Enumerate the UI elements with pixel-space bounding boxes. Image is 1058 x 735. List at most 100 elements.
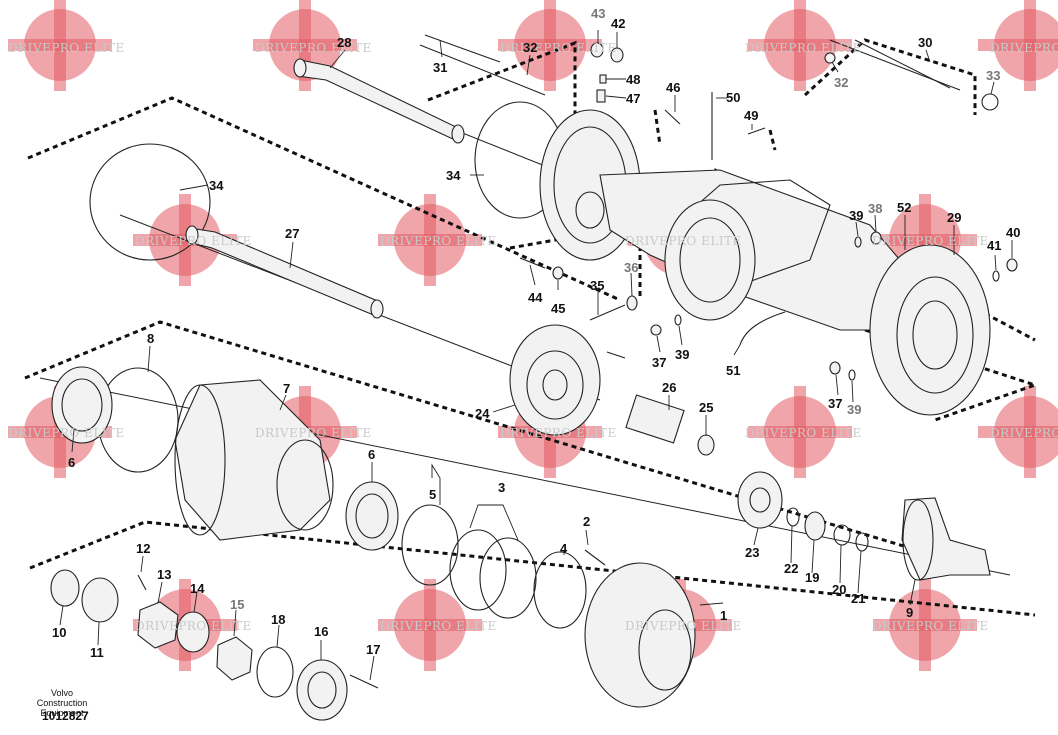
callout-17: 17 [366,642,380,657]
seal-11 [81,577,119,623]
stud-44 [519,257,546,269]
callout-41: 41 [987,238,1001,253]
callout-25: 25 [699,400,713,415]
bolt-17 [349,674,379,689]
callout-37-right: 37 [828,396,842,411]
bolt-46 [664,109,681,125]
seal-39c [854,236,862,248]
bolt-2 [584,549,606,566]
callout-38: 38 [868,201,882,216]
washer-14 [176,611,210,653]
cap-33 [981,93,999,111]
callout-12: 12 [136,541,150,556]
watermark-label: DRIVEPRO ELITE [135,234,252,248]
watermark-label: DRIVEPRO ELITE [872,619,989,633]
callout-28: 28 [337,35,351,50]
callout-23: 23 [745,545,759,560]
hub-cap-16 [296,659,348,721]
callout-11: 11 [90,645,104,660]
callout-43: 43 [591,6,605,21]
callout-1: 1 [720,608,727,623]
watermark-gear-icon [748,0,852,91]
leader-lines [59,30,1013,681]
callout-10: 10 [52,625,66,640]
brand-line-1: Volvo Construction [36,688,88,708]
watermark-label: DRIVEPRO ELITE [745,426,862,440]
callout-33: 33 [986,68,1000,83]
bearing-seal-left [51,366,113,444]
watermark-gear-icon [978,386,1058,478]
upper-drive-shaft [293,58,465,144]
manufacturer-caption: Volvo Construction Equipment [32,688,92,718]
callout-numbers: 28 31 32 43 42 48 47 46 50 49 30 32 33 3… [52,6,1020,660]
pin-24 [606,351,626,359]
planetary-carrier [509,324,601,436]
watermark-gear-icon [748,386,852,478]
watermark-label: DRIVEPRO ELITE [380,234,497,248]
callout-20: 20 [832,582,846,597]
watermark-label: DRIVEPRO ELITE [990,41,1058,55]
watermark-label: DRIVEPRO ELITE [255,426,372,440]
callout-34-upper: 34 [446,168,461,183]
callout-39-top: 39 [849,208,863,223]
callout-30: 30 [918,35,932,50]
callout-40: 40 [1006,225,1020,240]
spindle [901,497,991,581]
nut-13 [137,601,179,649]
callout-32: 32 [523,40,537,55]
plug-37b [829,361,841,375]
callout-24: 24 [475,406,490,421]
plug-40 [1006,258,1018,272]
brand-line-2: Equipment [40,708,84,718]
callout-14: 14 [190,581,205,596]
planet-gear [737,471,783,529]
watermark-label: DRIVEPRO ELITE [8,426,125,440]
fitting-43 [590,42,604,58]
pin-30 [854,39,951,89]
lower-drive-shaft [185,225,384,319]
pin-12 [137,574,147,591]
callout-9: 9 [906,605,913,620]
watermark-label: DRIVEPRO ELITE [500,41,617,55]
seal-3a [449,529,507,611]
callout-2: 2 [583,514,590,529]
callout-36: 36 [624,260,638,275]
watermark-label: DRIVEPRO ELITE [872,234,989,248]
callout-45: 45 [551,301,565,316]
callout-6-right: 6 [368,447,375,462]
callout-8: 8 [147,331,154,346]
callout-35: 35 [590,278,604,293]
watermark-label: DRIVEPRO ELITE [625,619,742,633]
callout-13: 13 [157,567,171,582]
o-ring-4 [533,551,587,629]
callout-39-left: 39 [675,347,689,362]
callout-52: 52 [897,200,911,215]
callout-46: 46 [666,80,680,95]
pin-49 [747,127,766,135]
callout-7: 7 [283,381,290,396]
o-ring-5 [401,504,459,586]
washer-20 [833,524,851,546]
callout-4: 4 [560,541,568,556]
watermark-label: DRIVEPRO ELITE [380,619,497,633]
plug-37a [650,324,662,336]
seal-39b [848,369,856,381]
watermark-label: DRIVEPRO ELITE [625,234,742,248]
callout-31: 31 [433,60,447,75]
plug-48 [599,74,607,84]
callout-5: 5 [429,487,436,502]
washer-36 [626,295,638,311]
bolt-35 [589,304,626,321]
callout-34-left: 34 [209,178,224,193]
pin-31 [424,34,501,63]
watermark-label: DRIVEPRO ELITE [990,426,1058,440]
callout-51: 51 [726,363,740,378]
planetary-housing [174,379,334,541]
parts [50,34,1018,721]
sun-gear-shaft [625,394,715,456]
callout-15: 15 [230,597,244,612]
watermark-gear-icon [378,579,482,671]
callout-19: 19 [805,570,819,585]
drawing-number: 1012827 [42,709,89,723]
